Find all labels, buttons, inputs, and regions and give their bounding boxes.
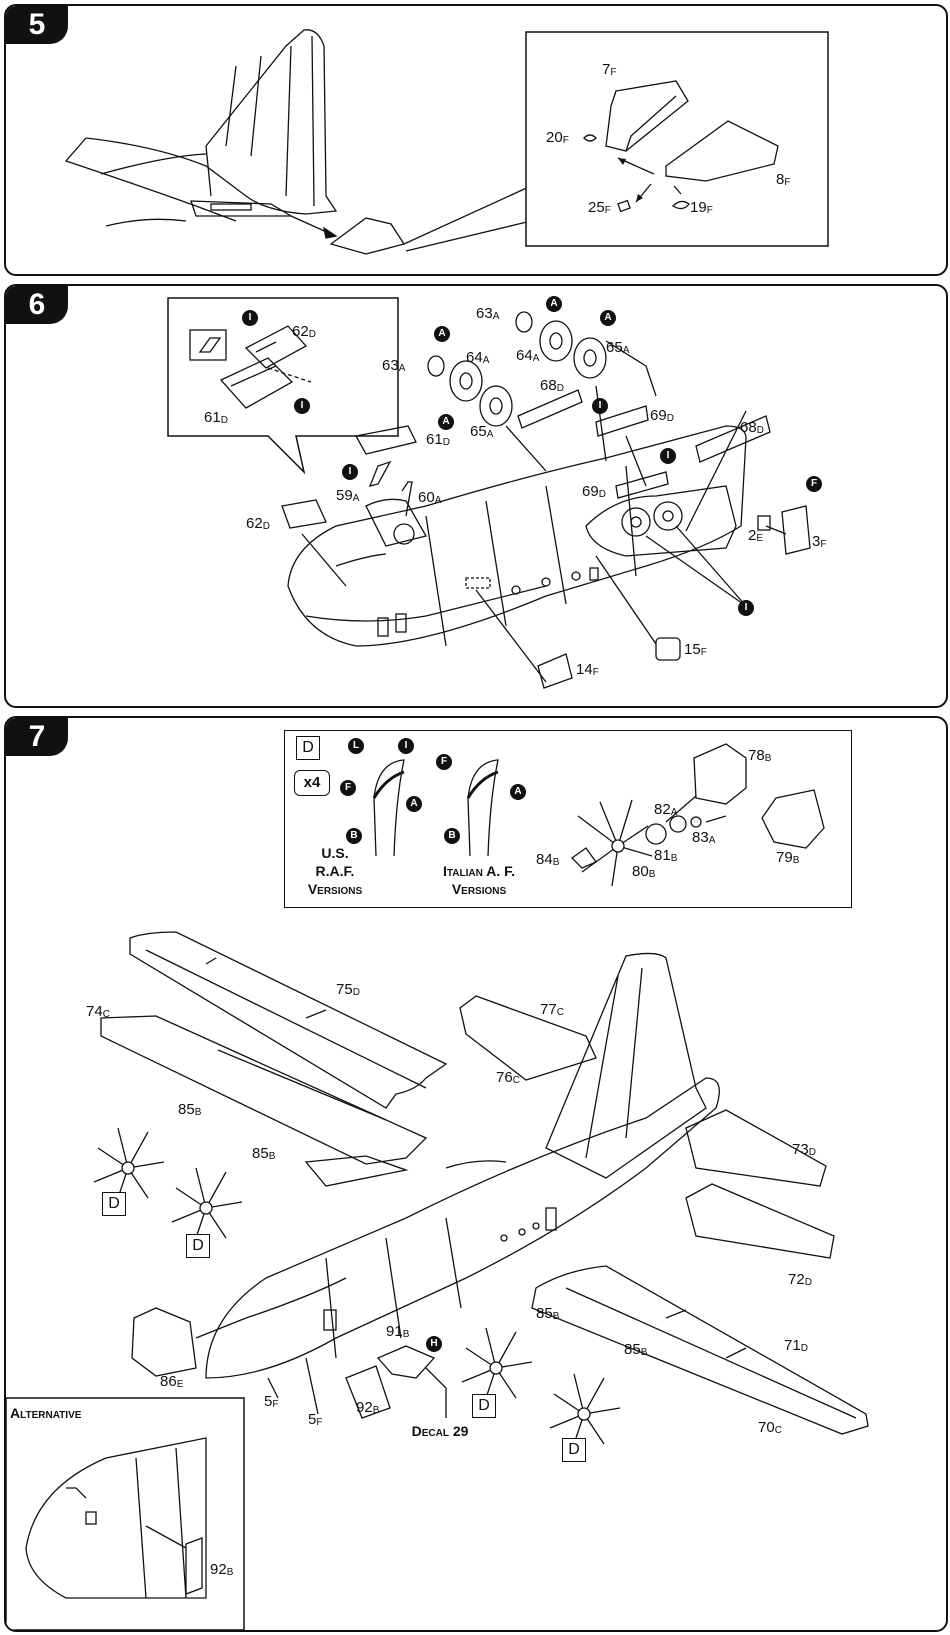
part-label: 73D: [792, 1141, 816, 1159]
paint-badge: A: [546, 296, 562, 312]
part-label: 84B: [536, 851, 560, 869]
part-label: 74C: [86, 1003, 110, 1021]
paint-badge: A: [510, 784, 526, 800]
paint-badge: I: [592, 398, 608, 414]
paint-badge: A: [600, 310, 616, 326]
paint-badge: I: [242, 310, 258, 326]
paint-badge: A: [438, 414, 454, 430]
part-label: 85B: [624, 1341, 648, 1359]
part-label: 85B: [252, 1145, 276, 1163]
part-label: 85B: [536, 1305, 560, 1323]
part-label: 68D: [740, 419, 764, 437]
part-label: 5F: [308, 1411, 323, 1429]
part-label: 71D: [784, 1337, 808, 1355]
part-label: 20F: [546, 129, 569, 147]
part-label: 70C: [758, 1419, 782, 1437]
part-label: 65A: [470, 423, 494, 441]
part-label: 62D: [246, 515, 270, 533]
part-label: 75D: [336, 981, 360, 999]
part-label: 7F: [602, 61, 617, 79]
paint-badge: F: [806, 476, 822, 492]
part-label: 80B: [632, 863, 656, 881]
paint-badge: I: [738, 600, 754, 616]
part-label: 91B: [386, 1323, 410, 1341]
propeller-marker: D: [186, 1234, 210, 1258]
part-label: 25F: [588, 199, 611, 217]
part-label: 2E: [748, 527, 764, 545]
part-label: 19F: [690, 199, 713, 217]
quantity-badge: x4: [294, 770, 330, 796]
part-label: 5F: [264, 1393, 279, 1411]
part-label: 63A: [476, 305, 500, 323]
paint-badge: A: [434, 326, 450, 342]
part-label: 79B: [776, 849, 800, 867]
propeller-marker: D: [102, 1192, 126, 1216]
step-5-drawing: [64, 29, 829, 255]
part-label: 14F: [576, 661, 599, 679]
part-label: 81B: [654, 847, 678, 865]
propeller-detail-box: [284, 730, 852, 908]
paint-badge: F: [340, 780, 356, 796]
step-6-panel: 6: [4, 284, 948, 708]
part-label: 8F: [776, 171, 791, 189]
paint-badge: I: [660, 448, 676, 464]
alternative-label: Alternative: [10, 1405, 82, 1421]
part-label: 78B: [748, 747, 772, 765]
italian-caption: Italian A. F. Versions: [443, 863, 515, 897]
part-label: 61D: [426, 431, 450, 449]
part-label: 64A: [516, 347, 540, 365]
part-label: 61D: [204, 409, 228, 427]
step-6-drawing: [167, 297, 811, 689]
part-label: 86E: [160, 1373, 184, 1391]
propeller-marker: D: [472, 1394, 496, 1418]
part-label: 62D: [292, 323, 316, 341]
step-7-drawing: [6, 743, 869, 1630]
paint-badge: F: [436, 754, 452, 770]
part-label: 92B: [210, 1561, 234, 1579]
us-raf-caption: U.S. R.A.F. Versions: [307, 845, 363, 897]
part-label: 85B: [178, 1101, 202, 1119]
part-label: 82A: [654, 801, 678, 819]
decal-label: Decal 29: [411, 1423, 469, 1439]
paint-badge: B: [444, 828, 460, 844]
step-5-panel: 5: [4, 4, 948, 276]
step-number: 6: [6, 286, 68, 324]
detail-marker: D: [296, 736, 320, 760]
part-label: 60A: [418, 489, 442, 507]
part-label: 77C: [540, 1001, 564, 1019]
part-label: 59A: [336, 487, 360, 505]
part-label: 68D: [540, 377, 564, 395]
part-label: 72D: [788, 1271, 812, 1289]
part-label: 76C: [496, 1069, 520, 1087]
part-label: 15F: [684, 641, 707, 659]
part-label: 65A: [606, 339, 630, 357]
paint-badge: I: [342, 464, 358, 480]
part-label: 64A: [466, 349, 490, 367]
part-label: 63A: [382, 357, 406, 375]
paint-badge: I: [398, 738, 414, 754]
part-label: 69D: [582, 483, 606, 501]
part-label: 69D: [650, 407, 674, 425]
decal-badge: H: [426, 1336, 442, 1352]
paint-badge: L: [348, 738, 364, 754]
paint-badge: I: [294, 398, 310, 414]
part-label: 92B: [356, 1399, 380, 1417]
part-label: 3F: [812, 533, 827, 551]
part-label: 83A: [692, 829, 716, 847]
paint-badge: A: [406, 796, 422, 812]
step-7-panel: 7 D x4: [4, 716, 948, 1632]
step-number: 5: [6, 6, 68, 44]
step-number: 7: [6, 718, 68, 756]
propeller-marker: D: [562, 1438, 586, 1462]
paint-badge: B: [346, 828, 362, 844]
